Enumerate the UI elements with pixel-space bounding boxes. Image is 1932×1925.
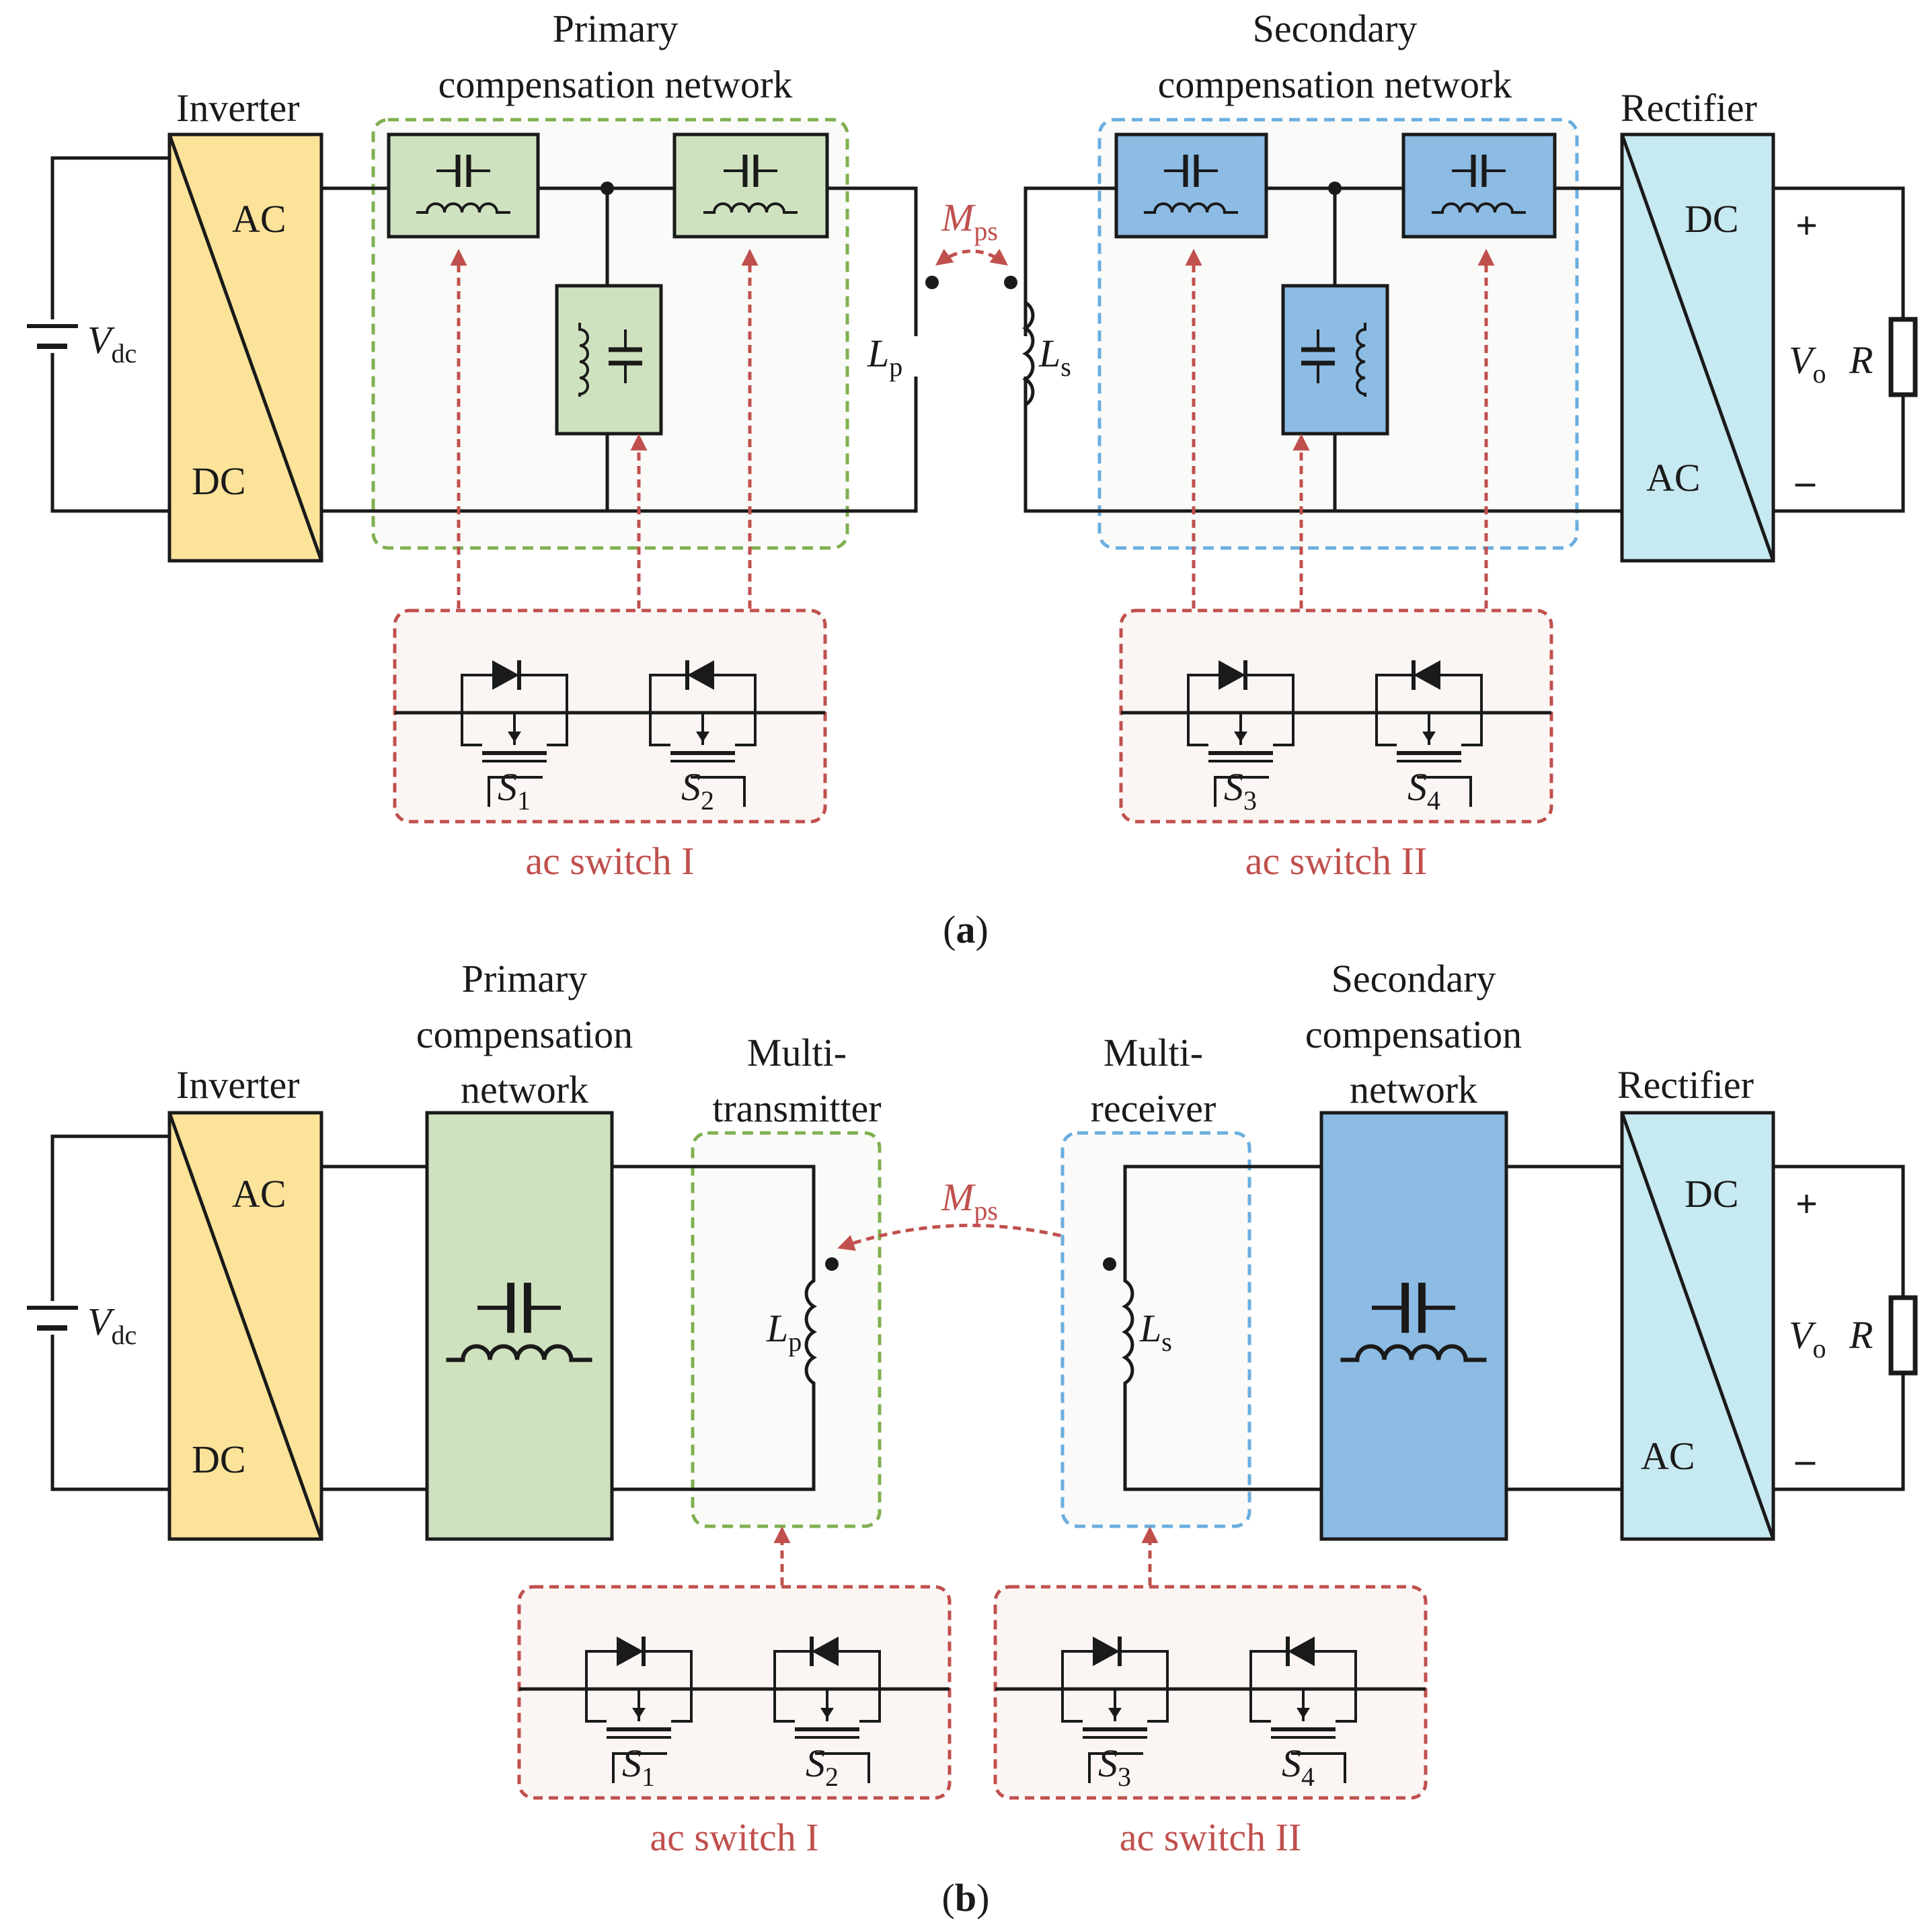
inverter-block: Inverter AC DC: [167, 86, 323, 563]
mutual-label: Mps: [941, 1175, 998, 1226]
panel-a-caption: (a): [943, 908, 989, 951]
inverter-dc-label: DC: [192, 459, 246, 503]
ac-switch-2: S3 S4 ac switch II: [1121, 608, 1551, 883]
dc-source: Vdc: [27, 156, 171, 513]
ac-switch-2-label: ac switch II: [1120, 1815, 1302, 1859]
s2-label: S2: [806, 1741, 839, 1792]
plus-sign: +: [1795, 204, 1818, 247]
inverter-label: Inverter: [176, 1063, 300, 1107]
vo-label: Vo: [1789, 338, 1826, 389]
inverter-ac-label: AC: [232, 197, 286, 241]
load: + – Vo R: [1773, 1165, 1918, 1491]
multi-receiver: Multi- receiver Ls: [1060, 1031, 1321, 1528]
inverter-label: Inverter: [176, 86, 300, 130]
lp-label: Lp: [766, 1306, 802, 1357]
rectifier-ac-label: AC: [1641, 1434, 1695, 1478]
minus-sign: –: [1795, 1438, 1816, 1481]
mutual-label: Mps: [941, 196, 998, 246]
inverter-block: Inverter AC DC: [167, 1063, 323, 1541]
rectifier-block: Rectifier DC AC: [1617, 1063, 1775, 1541]
vo-label: Vo: [1789, 1313, 1826, 1364]
secondary-title-2: compensation network: [1158, 63, 1512, 106]
rectifier-ac-label: AC: [1646, 456, 1701, 500]
ls-dot: [1103, 1257, 1116, 1271]
rectifier-block: Rectifier DC AC: [1620, 86, 1775, 563]
load-label: R: [1849, 1313, 1873, 1357]
inverter-dc-label: DC: [192, 1438, 246, 1481]
control-arrows: [773, 1526, 1159, 1585]
load: + – Vo R: [1773, 186, 1918, 513]
multi-transmitter: Multi- transmitter Lp: [612, 1031, 882, 1528]
primary-title-3: network: [461, 1068, 588, 1111]
rectifier-label: Rectifier: [1621, 86, 1757, 130]
ls-dot: [1004, 276, 1017, 289]
vdc-label: Vdc: [87, 318, 137, 368]
secondary-compensation-network: Secondary compensation network: [1023, 7, 1622, 550]
lp-dot: [925, 276, 939, 289]
secondary-title-3: network: [1350, 1068, 1477, 1111]
load-label: R: [1849, 338, 1873, 382]
control-arrows: [450, 249, 1495, 608]
ac-switch-1: S1 S2 ac switch I: [519, 1585, 950, 1859]
vdc-label: Vdc: [87, 1300, 137, 1350]
minus-sign: –: [1795, 459, 1816, 503]
primary-title-2: compensation: [416, 1013, 633, 1056]
primary-title-1: Primary: [553, 7, 679, 50]
rectifier-label: Rectifier: [1617, 1063, 1754, 1107]
ls-label: Ls: [1038, 331, 1071, 382]
receiver-title-2: receiver: [1091, 1087, 1216, 1130]
s4-label: S4: [1282, 1741, 1315, 1792]
receiver-title-1: Multi-: [1104, 1031, 1203, 1074]
s3-label: S3: [1224, 765, 1257, 816]
ac-switch-1: S1 S2 ac switch I: [395, 608, 825, 883]
inverter-ac-label: AC: [232, 1172, 286, 1216]
s2-label: S2: [681, 765, 714, 816]
ls-label: Ls: [1139, 1306, 1172, 1357]
ac-switch-2: S3 S4 ac switch II: [995, 1585, 1426, 1859]
s1-label: S1: [622, 1741, 655, 1792]
primary-compensation-network: Primary compensation network: [321, 7, 918, 550]
ac-switch-1-label: ac switch I: [525, 839, 694, 883]
s1-label: S1: [498, 765, 531, 816]
primary-title-2: compensation network: [438, 63, 793, 106]
primary-title-1: Primary: [462, 957, 588, 1000]
rectifier-dc-label: DC: [1685, 197, 1739, 241]
coupling-coils: Lp Ls Mps: [867, 196, 1071, 410]
ac-switch-1-label: ac switch I: [650, 1815, 818, 1859]
lp-dot: [825, 1257, 839, 1271]
rectifier-dc-label: DC: [1685, 1172, 1739, 1216]
secondary-title-1: Secondary: [1331, 957, 1496, 1000]
primary-compensation-network: Primary compensation network: [321, 957, 633, 1541]
panel-b: Vdc Inverter AC DC Primary compensation …: [27, 957, 1918, 1920]
ac-switch-2-label: ac switch II: [1245, 839, 1428, 883]
s4-label: S4: [1407, 765, 1440, 816]
plus-sign: +: [1795, 1182, 1818, 1226]
secondary-title-2: compensation: [1305, 1013, 1522, 1056]
dc-source: Vdc: [27, 1134, 171, 1491]
secondary-compensation-network: Secondary compensation network: [1305, 957, 1622, 1541]
secondary-title-1: Secondary: [1253, 7, 1418, 50]
s3-label: S3: [1098, 1741, 1131, 1792]
panel-b-caption: (b): [942, 1876, 990, 1920]
transmitter-title-1: Multi-: [747, 1031, 847, 1074]
transmitter-title-2: transmitter: [712, 1087, 881, 1130]
lp-label: Lp: [867, 331, 902, 382]
panel-a: Vdc Inverter AC DC Primary compensation …: [27, 7, 1918, 951]
